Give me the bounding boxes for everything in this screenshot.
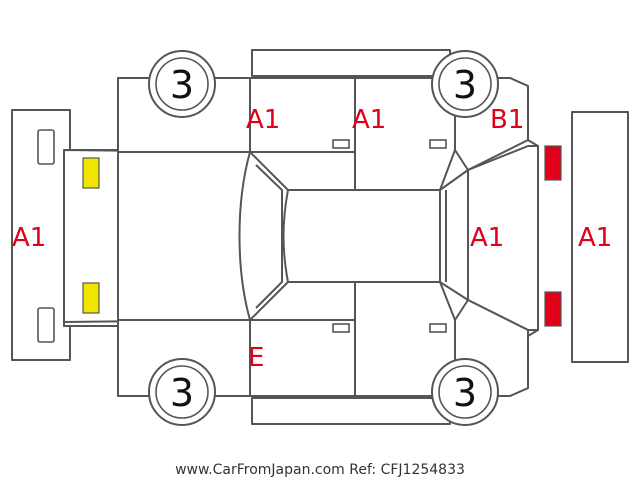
wheel-rear-right[interactable]: 3 <box>431 358 499 426</box>
code-rear-bumper: A1 <box>578 223 612 253</box>
code-front-door-left: A1 <box>246 105 280 135</box>
wheel-front-left[interactable]: 3 <box>148 50 216 118</box>
rear-window[interactable] <box>439 169 469 301</box>
front-fender-right[interactable] <box>117 319 251 397</box>
front-bumper-fog-lamp-top <box>37 129 55 165</box>
roof-rail-left <box>251 49 451 77</box>
code-tailgate: A1 <box>470 223 504 253</box>
code-rear-door-left: A1 <box>352 105 386 135</box>
wheel-rear-right-grade: 3 <box>453 371 477 415</box>
taillight-bottom-marker <box>544 291 562 327</box>
door-handle-front-left <box>332 139 350 149</box>
headlight-bottom-marker <box>82 282 100 314</box>
wheel-rear-left[interactable]: 3 <box>431 50 499 118</box>
code-front-door-right: E <box>248 343 264 373</box>
wheel-rear-left-grade: 3 <box>453 63 477 107</box>
headlight-top-marker <box>82 157 100 189</box>
rear-bumper[interactable] <box>571 111 629 363</box>
taillight-top-marker <box>544 145 562 181</box>
door-handle-front-right <box>332 323 350 333</box>
wheel-front-right-grade: 3 <box>170 371 194 415</box>
code-front-bumper: A1 <box>12 223 46 253</box>
roof[interactable] <box>282 189 441 283</box>
code-rear-quarter-left: B1 <box>490 105 524 135</box>
door-handle-rear-left <box>429 139 447 149</box>
door-handle-rear-right <box>429 323 447 333</box>
wheel-front-left-grade: 3 <box>170 63 194 107</box>
front-bumper[interactable] <box>11 109 71 361</box>
footer-reference: www.CarFromJapan.com Ref: CFJ1254833 <box>175 462 465 478</box>
roof-rail-right <box>251 397 451 425</box>
front-bumper-fog-lamp-bottom <box>37 307 55 343</box>
wheel-front-right[interactable]: 3 <box>148 358 216 426</box>
